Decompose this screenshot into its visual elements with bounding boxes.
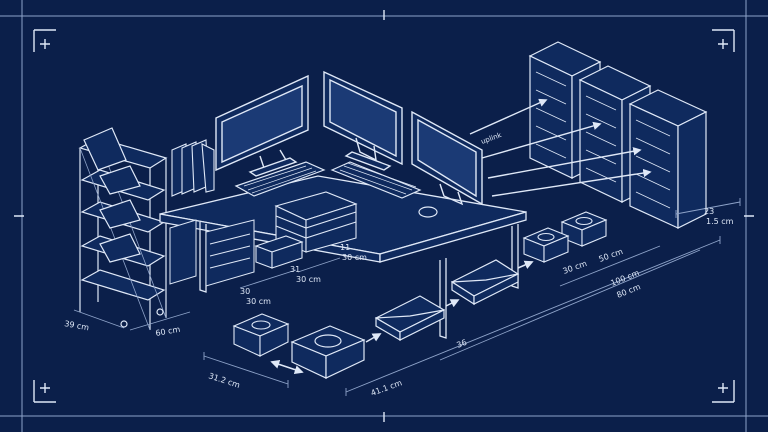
device-a-height-label: 30 cm xyxy=(246,297,271,306)
device-stack xyxy=(254,191,358,269)
plus-icon xyxy=(718,383,728,393)
plus-icon xyxy=(718,39,728,49)
cable-length-label: 41.1 cm xyxy=(370,378,404,398)
device-b-height-label: 30 cm xyxy=(296,275,321,284)
envelope-icon xyxy=(374,295,446,342)
device-c-width-label: 11 xyxy=(340,243,350,252)
corner-marks xyxy=(14,10,754,422)
binders xyxy=(171,139,215,197)
envelope-icon xyxy=(450,259,520,306)
rack-width-label: 23 xyxy=(704,207,714,216)
uplink-label: uplink xyxy=(480,131,504,146)
keyboard-icon xyxy=(330,161,422,199)
desk-depth-label: 36 xyxy=(455,338,468,350)
keyboard-icon xyxy=(234,161,326,197)
router-size-label: 50 cm xyxy=(598,247,625,264)
server-rack-icon xyxy=(628,89,708,229)
mouse-icon xyxy=(418,206,438,218)
device-c-height-label: 30 cm xyxy=(342,253,367,262)
left-shelf xyxy=(78,127,168,331)
router-device xyxy=(560,211,608,247)
monitor-icon xyxy=(323,70,403,171)
hub-device xyxy=(290,325,366,379)
hub-device xyxy=(232,313,290,357)
drawer-unit xyxy=(169,219,255,287)
flow-arrows xyxy=(270,260,534,374)
shelf-depth-label: 60 cm xyxy=(155,325,181,338)
plus-icon xyxy=(40,383,50,393)
rack-depth-label: 1.5 cm xyxy=(706,217,734,226)
router-model-label: 30 cm xyxy=(562,259,589,276)
monitor-icon xyxy=(215,74,309,177)
cube-span-label: 31.2 cm xyxy=(207,371,241,390)
shelf-width-label: 39 cm xyxy=(64,319,90,332)
dimension-lines xyxy=(73,198,741,396)
monitor-icon xyxy=(411,110,483,206)
data-links xyxy=(469,98,652,197)
plus-icon xyxy=(40,39,50,49)
device-b-width-label: 31 xyxy=(290,265,300,274)
device-a-width-label: 30 xyxy=(240,287,250,296)
router-device xyxy=(522,227,570,263)
